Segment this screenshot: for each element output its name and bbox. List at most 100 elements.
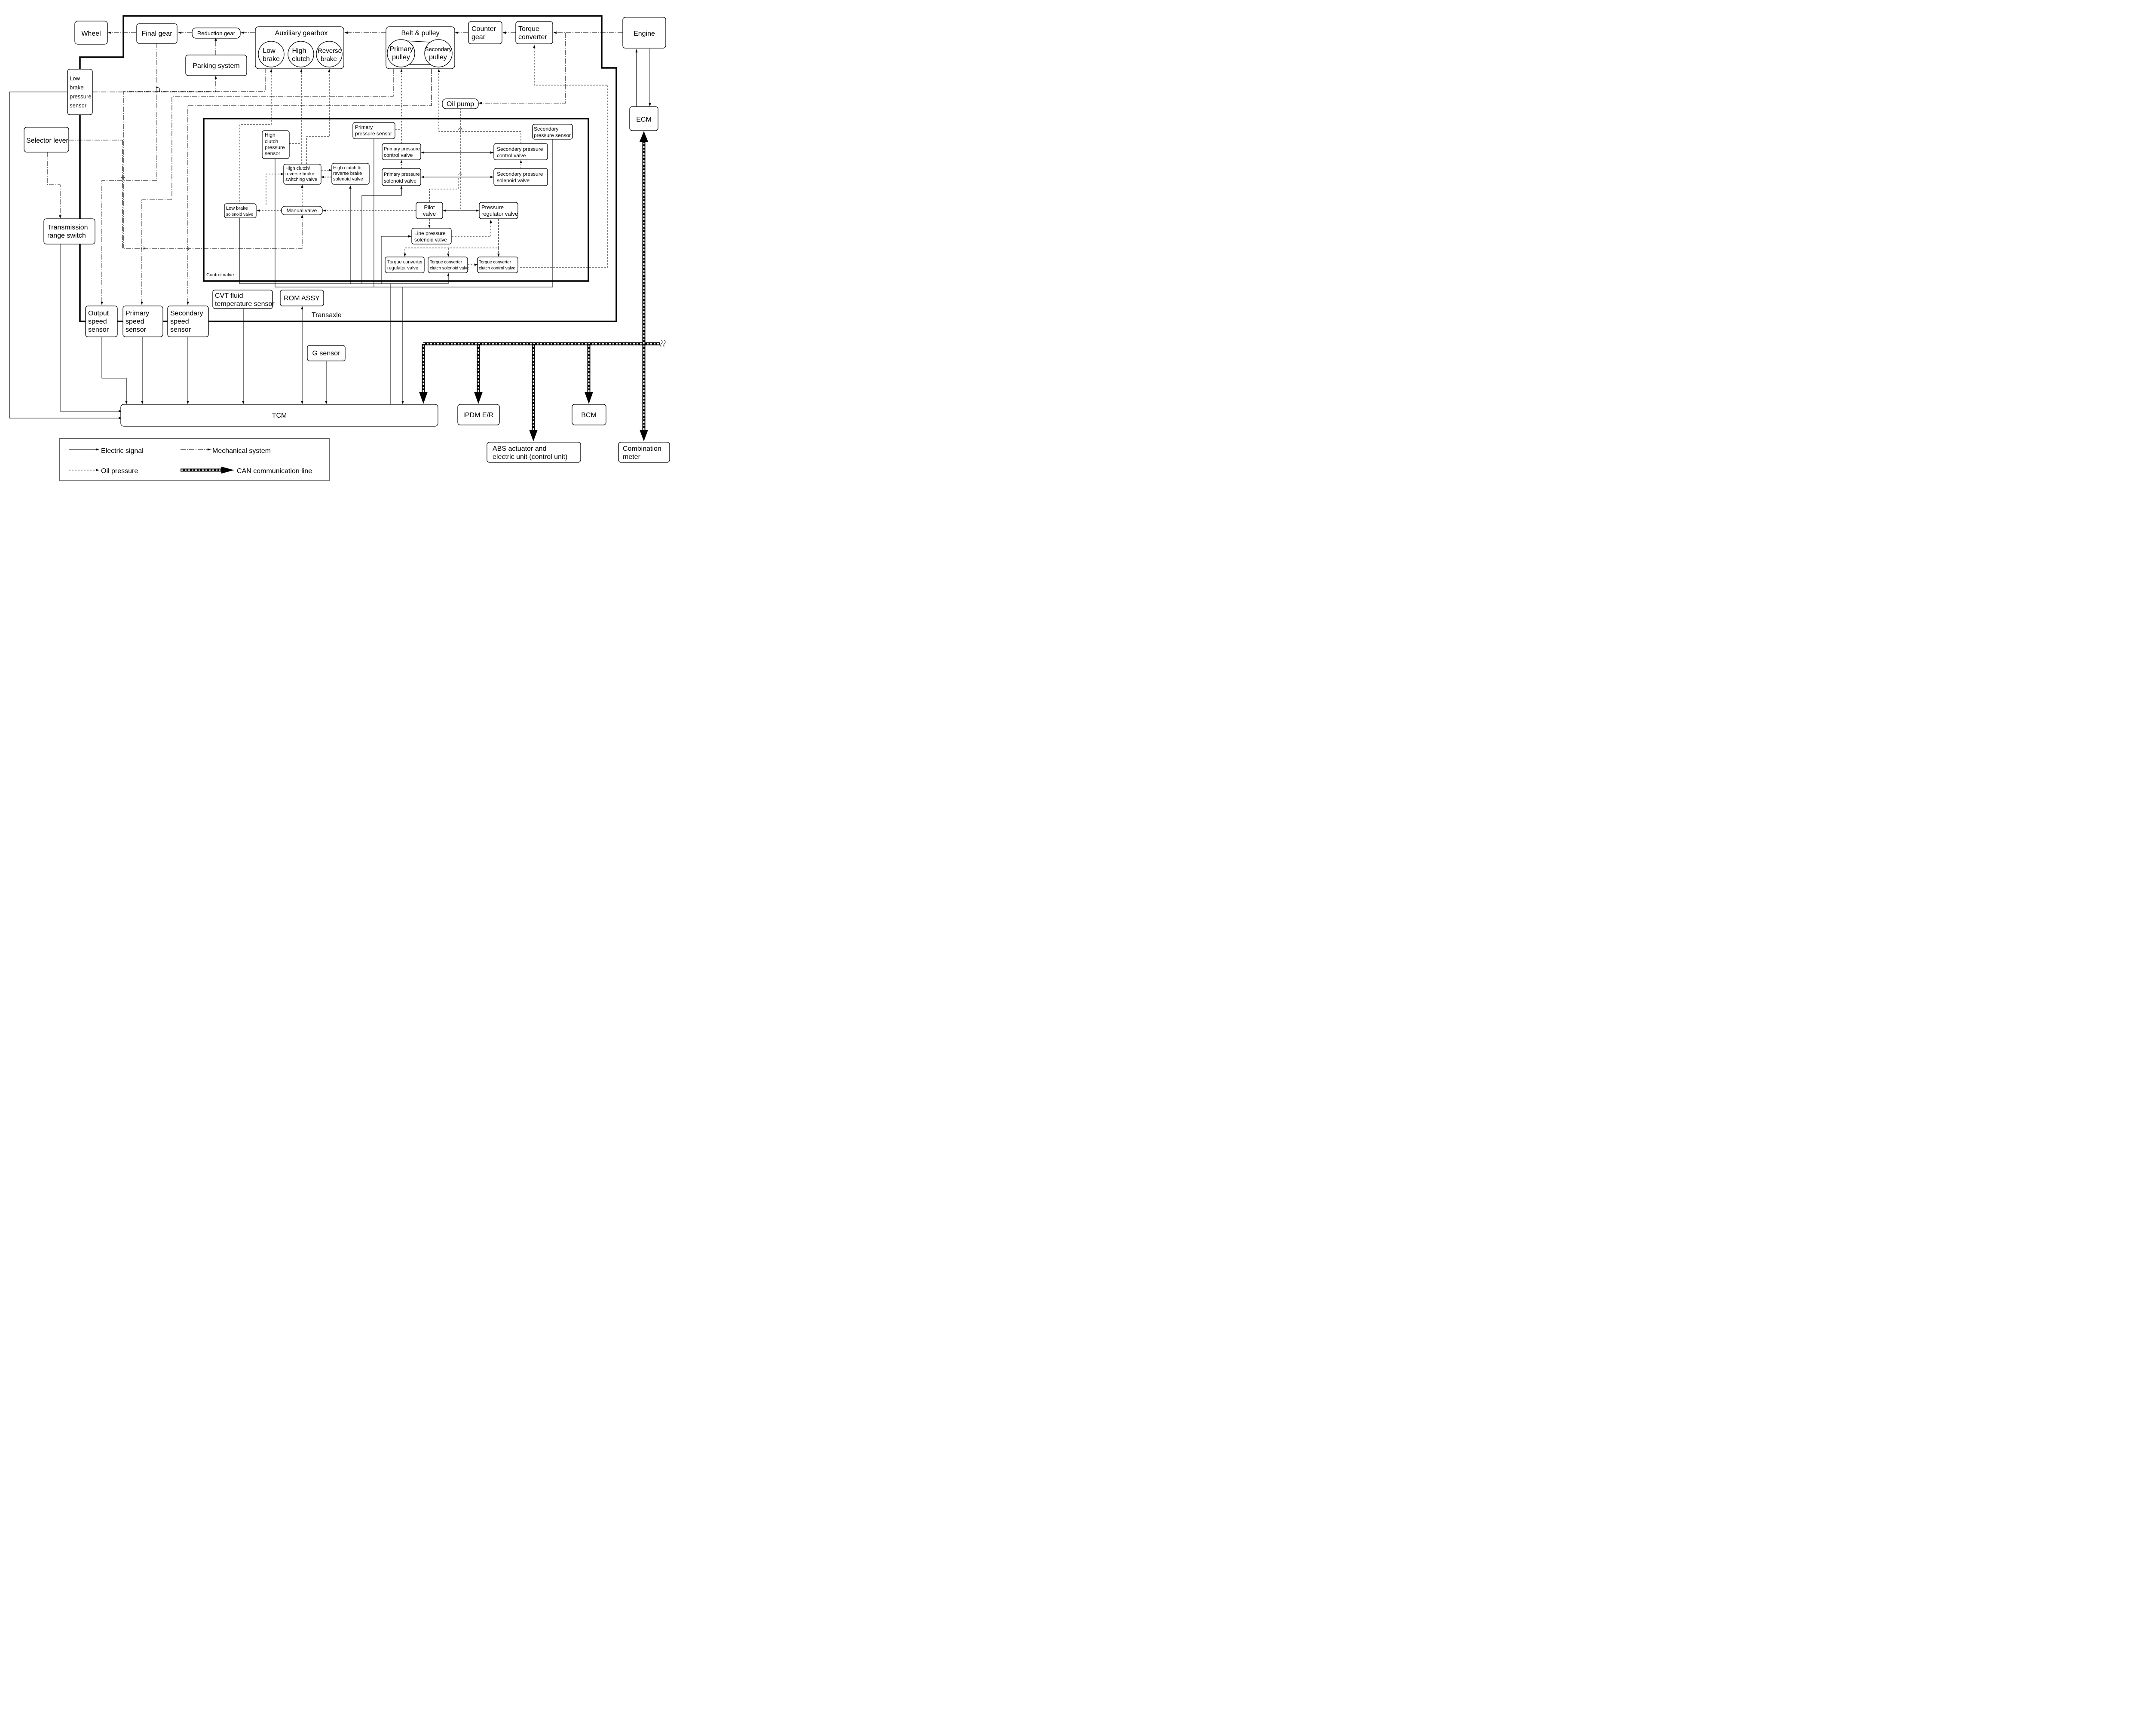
- manual-valve-label: Manual valve: [287, 208, 317, 214]
- low-brake-pressure-sensor-box: Low brake pressure sensor: [67, 69, 93, 115]
- tcm-box: TCM: [120, 404, 438, 427]
- cvt-system-diagram: Transaxle Control valve: [9, 15, 670, 481]
- low-brake-pressure-sensor-line3: pressure: [70, 93, 92, 100]
- cvt-fluid-temperature-sensor-line2: temperature sensor: [215, 300, 275, 308]
- final-gear-label: Final gear: [141, 30, 172, 37]
- wheel-label: Wheel: [81, 30, 101, 37]
- counter-gear-box: Counter gear: [468, 21, 502, 44]
- reverse-brake-circle: [316, 41, 343, 67]
- secondary-pulley-line2: pulley: [429, 54, 447, 61]
- legend: Electric signal Mechanical system Oil pr…: [59, 438, 330, 481]
- auxiliary-gearbox-label: Auxiliary gearbox: [275, 30, 328, 37]
- primary-pressure-solenoid-valve-box: Primary pressure solenoid valve: [382, 168, 421, 186]
- combination-meter-line2: meter: [623, 453, 641, 461]
- legend-mechanical-system: Mechanical system: [212, 447, 271, 455]
- rom-assy-box: ROM ASSY: [280, 290, 324, 306]
- bcm-box: BCM: [572, 404, 606, 425]
- secondary-speed-sensor-line3: sensor: [170, 326, 191, 333]
- secondary-speed-sensor-box: Secondary speed sensor: [167, 306, 209, 337]
- secondary-pressure-sensor-line2: pressure sensor: [534, 132, 571, 138]
- tccsv-line1: Torque converter: [430, 260, 462, 265]
- abs-box: ABS actuator and electric unit (control …: [487, 442, 581, 463]
- low-brake-solenoid-line2: solenoid valve: [226, 212, 254, 217]
- ecm-box: ECM: [629, 106, 658, 131]
- high-clutch-line1: High: [292, 47, 306, 55]
- spcv-line1: Secondary pressure: [497, 146, 543, 152]
- primary-pulley-line1: Primary: [389, 46, 413, 53]
- transmission-range-switch-line2: range switch: [47, 232, 86, 239]
- low-brake-line2: brake: [263, 55, 280, 63]
- torque-converter-regulator-valve-box: Torque converter regulator valve: [385, 257, 425, 273]
- tcccv-line2: clutch control valve: [479, 266, 515, 271]
- output-speed-sensor-line3: sensor: [88, 326, 109, 333]
- transaxle-outline: [79, 15, 617, 322]
- high-clutch-reverse-brake-solenoid-valve-box: High clutch & reverse brake solenoid val…: [331, 163, 370, 185]
- wheel-box: Wheel: [74, 21, 108, 45]
- switching-valve-line1: High clutch/: [285, 166, 310, 171]
- high-clutch-circle: [288, 41, 314, 67]
- transaxle-label: Transaxle: [312, 312, 342, 319]
- primary-pressure-sensor-line2: pressure sensor: [355, 131, 392, 137]
- lpsv-line1: Line pressure: [414, 230, 446, 236]
- line-crossings: [121, 83, 462, 251]
- high-clutch-pressure-sensor-line2: clutch: [265, 138, 278, 144]
- primary-pulley-line2: pulley: [392, 54, 410, 61]
- g-sensor-box: G sensor: [307, 345, 346, 361]
- selector-lever-label: Selector lever: [26, 137, 68, 144]
- primary-speed-sensor-line1: Primary: [126, 310, 149, 317]
- secondary-speed-sensor-line2: speed: [170, 318, 189, 325]
- counter-gear-line2: gear: [471, 34, 486, 41]
- high-clutch-reverse-brake-switching-valve-box: High clutch/ reverse brake switching val…: [283, 164, 321, 185]
- pilot-valve-line1: Pilot: [424, 204, 435, 211]
- high-clutch-pressure-sensor-line1: High: [265, 132, 276, 138]
- reduction-gear-label: Reduction gear: [197, 30, 236, 37]
- cvt-fluid-temperature-sensor-line1: CVT fluid: [215, 292, 243, 300]
- switching-valve-line2: reverse brake: [285, 171, 314, 177]
- primary-speed-sensor-line2: speed: [126, 318, 144, 325]
- spsv-line2: solenoid valve: [497, 177, 530, 183]
- high-clutch-pressure-sensor-line3: pressure: [265, 144, 285, 150]
- parking-system-label: Parking system: [193, 62, 239, 70]
- belt-pulley-label: Belt & pulley: [401, 30, 440, 37]
- ipdm-label: IPDM E/R: [463, 412, 493, 419]
- legend-oil-pressure: Oil pressure: [101, 468, 138, 475]
- spcv-line2: control valve: [497, 153, 526, 159]
- high-clutch-pressure-sensor-line4: sensor: [265, 150, 280, 156]
- selector-lever-box: Selector lever: [24, 127, 69, 153]
- pilot-valve-box: Pilot valve: [416, 202, 443, 219]
- hc-rb-solenoid-line2: reverse brake: [333, 171, 362, 176]
- torque-converter-clutch-control-valve-box: Torque converter clutch control valve: [477, 257, 518, 273]
- output-speed-sensor-box: Output speed sensor: [85, 306, 118, 337]
- torque-converter-clutch-solenoid-valve-box: Torque converter clutch solenoid valve: [428, 257, 470, 273]
- abs-line1: ABS actuator and: [493, 445, 546, 452]
- counter-gear-line1: Counter: [471, 25, 496, 33]
- reverse-brake-line1: Reverse: [318, 47, 342, 55]
- tcrv-line1: Torque converter: [387, 260, 423, 265]
- ecm-label: ECM: [636, 116, 652, 123]
- combination-meter-line1: Combination: [623, 445, 661, 452]
- pilot-valve-line2: valve: [423, 211, 436, 217]
- tcm-label: TCM: [272, 412, 287, 419]
- low-brake-pressure-sensor-line4: sensor: [70, 102, 87, 109]
- final-gear-box: Final gear: [136, 23, 178, 44]
- tcccv-line1: Torque converter: [479, 260, 511, 265]
- secondary-pressure-control-valve-box: Secondary pressure control valve: [493, 143, 548, 160]
- connection-lines: [9, 31, 651, 419]
- primary-pulley-circle: [387, 39, 415, 67]
- torque-converter-line2: converter: [518, 34, 547, 41]
- high-clutch-pressure-sensor-box: High clutch pressure sensor: [262, 130, 290, 159]
- ipdm-box: IPDM E/R: [457, 404, 500, 425]
- oil-pump-label: Oil pump: [447, 101, 474, 108]
- legend-electric-signal: Electric signal: [101, 447, 144, 455]
- torque-converter-box: Torque converter: [515, 21, 553, 44]
- legend-can-line: CAN communication line: [237, 468, 312, 475]
- abs-line2: electric unit (control unit): [493, 453, 567, 461]
- spsv-line1: Secondary pressure: [497, 171, 543, 177]
- oil-pump-box: Oil pump: [442, 98, 479, 109]
- pressure-regulator-valve-box: Pressure regulator valve: [479, 202, 518, 219]
- primary-pressure-sensor-line1: Primary: [355, 124, 373, 130]
- low-brake-circle: [258, 41, 285, 67]
- secondary-speed-sensor-line1: Secondary: [170, 310, 203, 317]
- combination-meter-box: Combination meter: [618, 442, 670, 463]
- engine-label: Engine: [634, 30, 655, 37]
